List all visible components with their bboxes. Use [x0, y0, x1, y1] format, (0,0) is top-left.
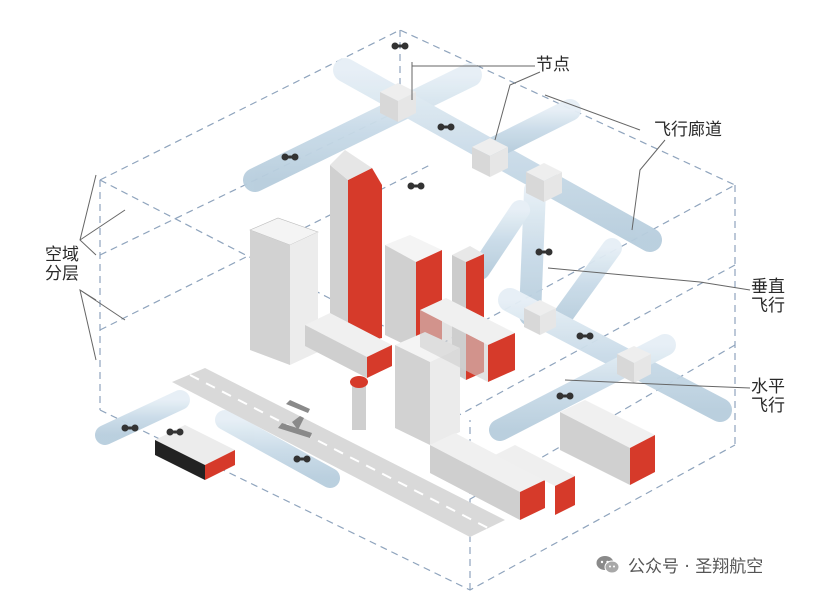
watermark: 公众号 · 圣翔航空 [596, 552, 763, 577]
corridor-tube [95, 390, 190, 445]
drone-icon [407, 182, 425, 190]
drones [121, 42, 594, 463]
label-node: 节点 [536, 55, 570, 75]
building [495, 445, 575, 515]
building [330, 150, 382, 345]
node-cube [380, 83, 416, 122]
label-vertical-flight: 垂直飞行 [751, 277, 785, 316]
drone-icon [535, 248, 553, 256]
building [560, 400, 655, 485]
corridor-tube [215, 410, 340, 488]
label-horizontal-flight: 水平飞行 [751, 377, 785, 416]
label-airspace-layers: 空域分层 [45, 245, 79, 284]
node-cube [524, 300, 556, 335]
drone-icon [437, 123, 455, 131]
building [430, 433, 545, 520]
corridor-tube [550, 238, 622, 330]
runway [172, 368, 505, 537]
corridor-tube [479, 99, 581, 161]
node-cube [472, 138, 508, 177]
label-flight-corridor: 飞行廊道 [654, 120, 722, 140]
airplane-icon [278, 400, 312, 438]
city-buildings [155, 150, 655, 520]
drone-icon [166, 428, 184, 436]
building [305, 313, 392, 378]
airport-terminal [155, 425, 235, 480]
corridor-tube [243, 63, 482, 192]
building [420, 298, 515, 382]
drone-icon [281, 153, 299, 161]
drone-icon [121, 424, 139, 432]
node-cube [617, 346, 651, 383]
control-tower [350, 376, 368, 430]
node-cube [526, 163, 562, 202]
drone-icon [556, 392, 574, 400]
corridor-tube [519, 179, 546, 326]
corridor-nodes [380, 83, 651, 383]
watermark-text: 公众号 · 圣翔航空 [628, 557, 764, 577]
drone-icon [293, 455, 311, 463]
leader-lines [79, 62, 751, 389]
drone-icon [576, 332, 594, 340]
wechat-logo-icon [596, 555, 620, 573]
drone-icon [391, 42, 409, 50]
corridor-tube [470, 200, 530, 280]
